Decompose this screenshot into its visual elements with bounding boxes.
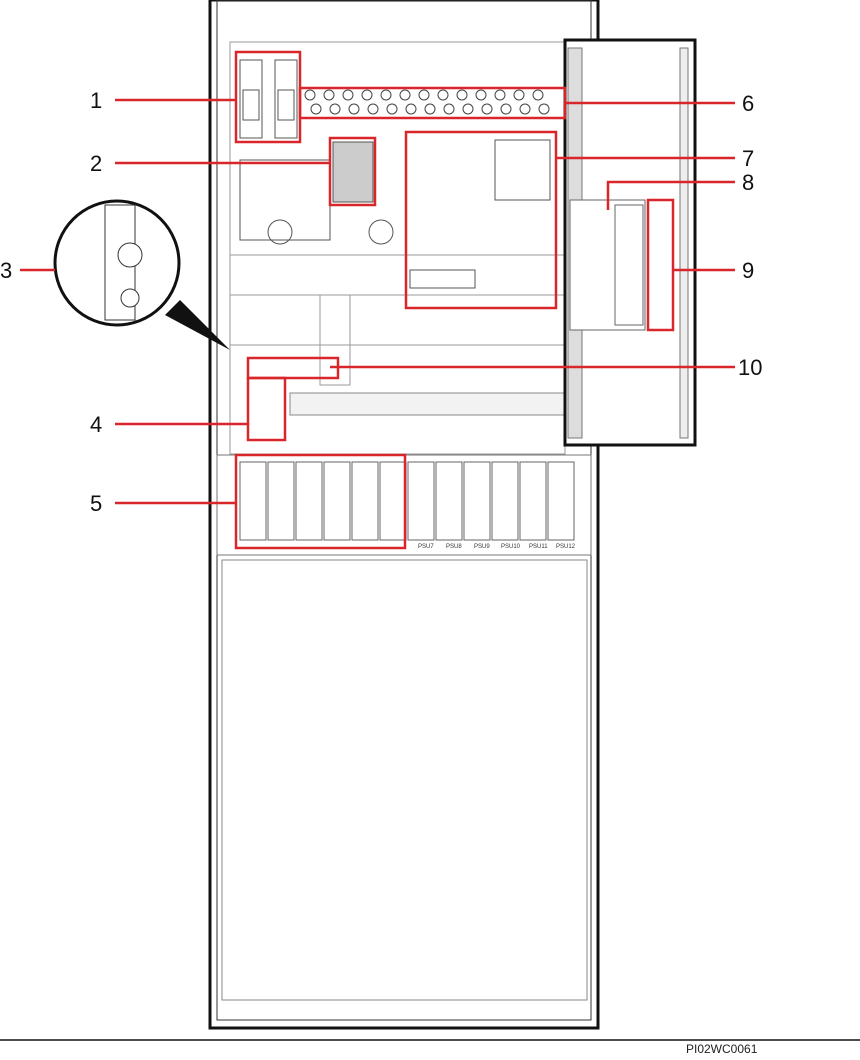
psu-slot bbox=[547, 461, 575, 541]
busbar-hole bbox=[538, 103, 550, 115]
busbar-hole bbox=[456, 89, 468, 101]
psu-slot bbox=[295, 461, 323, 541]
callout-3: 3 bbox=[0, 258, 12, 283]
callout-8: 8 bbox=[742, 170, 754, 195]
busbar-hole bbox=[475, 89, 487, 101]
busbar-hole bbox=[348, 103, 360, 115]
psu-slot bbox=[491, 461, 519, 541]
busbar-hole bbox=[500, 103, 512, 115]
psu-slot-label: PSU8 bbox=[446, 544, 462, 550]
highlight-boxes bbox=[20, 50, 735, 550]
busbar-hole bbox=[361, 89, 373, 101]
figure-id: PI02WC0061 bbox=[686, 1042, 758, 1056]
psu-slot-label: PSU11 bbox=[529, 544, 548, 550]
busbar-hole bbox=[481, 103, 493, 115]
callout-4: 4 bbox=[90, 412, 102, 437]
psu-slot bbox=[519, 461, 547, 541]
psu-slot-label: PSU12 bbox=[556, 544, 576, 550]
lower-panel bbox=[221, 559, 588, 1001]
callout-7: 7 bbox=[742, 146, 754, 171]
busbar-hole bbox=[532, 89, 544, 101]
busbar-hole bbox=[310, 103, 322, 115]
busbar-hole bbox=[304, 89, 316, 101]
psu-slot bbox=[239, 461, 267, 541]
busbar-hole bbox=[462, 103, 474, 115]
components bbox=[239, 59, 551, 289]
busbar-hole bbox=[519, 103, 531, 115]
busbar-hole bbox=[399, 89, 411, 101]
busbar-hole bbox=[418, 89, 430, 101]
busbar-hole bbox=[424, 103, 436, 115]
psu-slot-label: PSU10 bbox=[501, 544, 521, 550]
busbar-hole bbox=[405, 103, 417, 115]
psu-slot bbox=[379, 461, 407, 541]
psu-subrack: PSU7 PSU8 PSU9 PSU10 PSU11 PSU12 bbox=[216, 454, 592, 556]
callout-6: 6 bbox=[742, 91, 754, 116]
callout-1: 1 bbox=[90, 88, 102, 113]
callout-2: 2 bbox=[90, 151, 102, 176]
busbar-holes bbox=[304, 89, 550, 115]
detail-magnifier bbox=[53, 199, 230, 350]
busbar-hole bbox=[494, 89, 506, 101]
busbar-hole bbox=[443, 103, 455, 115]
psu-slot bbox=[267, 461, 295, 541]
callout-5: 5 bbox=[90, 491, 102, 516]
busbar-hole bbox=[329, 103, 341, 115]
psu-slot-label: PSU9 bbox=[474, 544, 490, 550]
busbar-hole bbox=[513, 89, 525, 101]
callout-10: 10 bbox=[738, 355, 762, 380]
psu-slot bbox=[351, 461, 379, 541]
callout-9: 9 bbox=[742, 258, 754, 283]
busbar-hole bbox=[323, 89, 335, 101]
psu-slot bbox=[323, 461, 351, 541]
busbar-hole bbox=[380, 89, 392, 101]
busbar-hole bbox=[367, 103, 379, 115]
busbar-hole bbox=[386, 103, 398, 115]
busbar-hole bbox=[342, 89, 354, 101]
psu-slot bbox=[435, 461, 463, 541]
psu-slot bbox=[407, 461, 435, 541]
open-door bbox=[563, 38, 697, 447]
busbar-hole bbox=[437, 89, 449, 101]
psu-slot-label: PSU7 bbox=[418, 544, 434, 550]
psu-slot bbox=[463, 461, 491, 541]
